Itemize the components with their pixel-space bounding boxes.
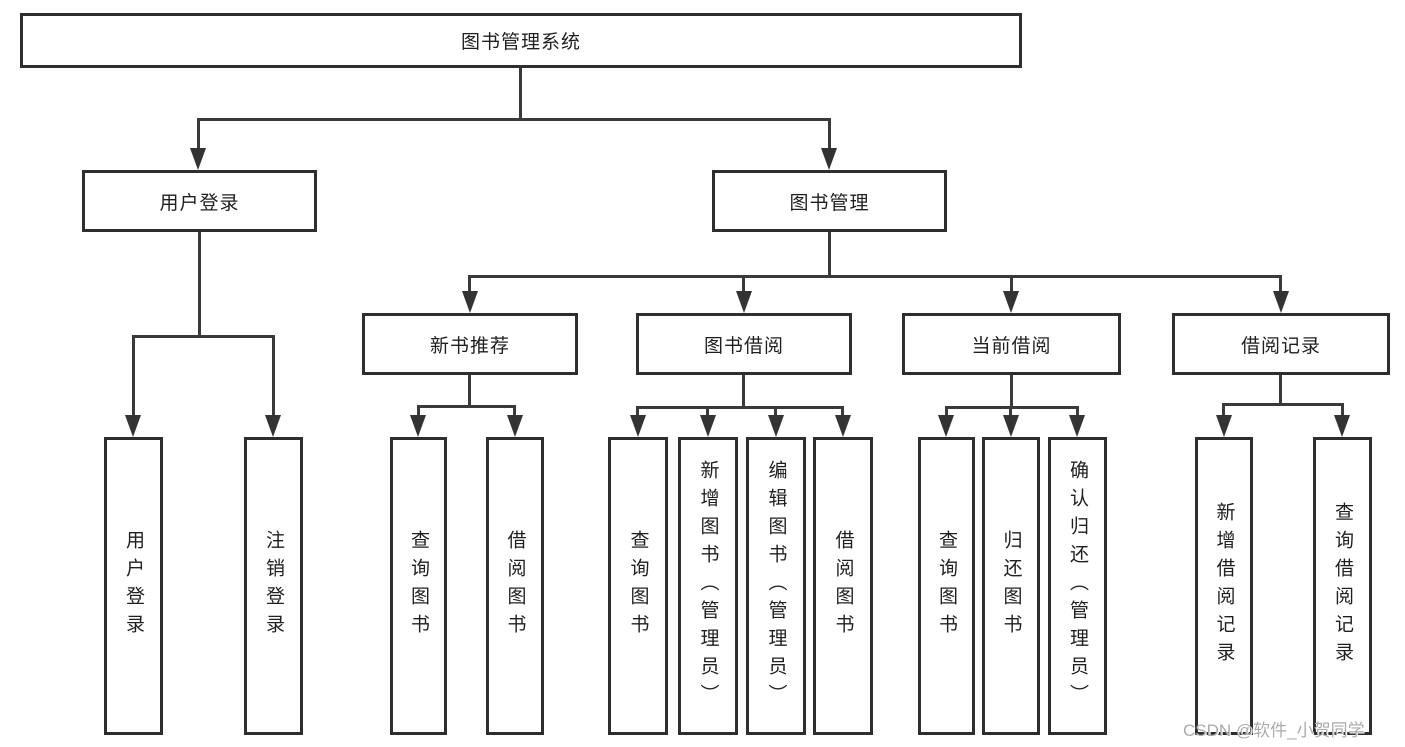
connector-current-stem xyxy=(1010,375,1013,406)
arrow-down-icon xyxy=(410,415,426,437)
leaf-return-books-label: 归还图书 xyxy=(1000,530,1022,642)
leaf-add-borrow-record-label: 新增借阅记录 xyxy=(1213,502,1235,670)
connector-login-drop-1 xyxy=(132,335,135,415)
leaf-add-books-admin-label: 新增图书（管理员） xyxy=(697,460,719,712)
connector-recommend-stem xyxy=(468,375,471,405)
arrow-down-icon xyxy=(265,415,281,437)
leaf-edit-books-admin: 编辑图书（管理员） xyxy=(746,437,806,735)
arrow-down-icon xyxy=(462,291,478,313)
connector-root-rail xyxy=(198,118,831,121)
leaf-user-login-label: 用户登录 xyxy=(123,530,144,642)
connector-root-drop-right xyxy=(828,118,831,150)
connector-mgmt-stem xyxy=(828,232,831,275)
connector-root-stem xyxy=(519,68,522,118)
arrow-down-icon xyxy=(190,148,206,170)
connector-recommend-drop-1 xyxy=(417,405,420,415)
leaf-query-books-current-label: 查询图书 xyxy=(936,530,957,642)
connector-recommend-rail xyxy=(417,405,515,408)
connector-records-drop-2 xyxy=(1341,403,1344,415)
connector-mgmt-drop-1 xyxy=(468,275,471,291)
leaf-borrow-books: 借阅图书 xyxy=(813,437,873,735)
connector-current-drop-2 xyxy=(1009,406,1012,415)
connector-borrow-rail xyxy=(636,406,843,409)
leaf-borrow-books-recommend-label: 借阅图书 xyxy=(504,530,526,642)
leaf-logout: 注销登录 xyxy=(244,437,303,735)
node-root-label: 图书管理系统 xyxy=(460,32,581,53)
arrow-down-icon xyxy=(630,415,646,437)
connector-recommend-drop-2 xyxy=(513,405,516,415)
arrow-down-icon xyxy=(125,415,141,437)
connector-borrow-drop-3 xyxy=(774,406,777,415)
node-borrow-records-label: 借阅记录 xyxy=(1240,335,1321,357)
leaf-query-books-recommend: 查询图书 xyxy=(390,437,447,735)
node-new-book-recommend-label: 新书推荐 xyxy=(429,335,510,357)
connector-root-drop-left xyxy=(197,118,200,150)
leaf-edit-books-admin-label: 编辑图书（管理员） xyxy=(765,460,787,712)
arrow-down-icon xyxy=(1003,291,1019,313)
connector-login-rail xyxy=(132,335,274,338)
leaf-add-books-admin: 新增图书（管理员） xyxy=(678,437,738,735)
arrow-down-icon xyxy=(821,148,837,170)
leaf-confirm-return-admin-label: 确认归还（管理员） xyxy=(1067,460,1088,712)
arrow-down-icon xyxy=(835,415,851,437)
connector-current-drop-3 xyxy=(1076,406,1079,415)
leaf-borrow-books-label: 借阅图书 xyxy=(832,530,854,642)
connector-mgmt-rail xyxy=(469,275,1281,278)
arrow-down-icon xyxy=(1273,291,1289,313)
node-root: 图书管理系统 xyxy=(20,13,1022,68)
leaf-query-books-borrow-label: 查询图书 xyxy=(627,530,649,642)
node-book-management-label: 图书管理 xyxy=(789,192,870,214)
node-book-borrow-label: 图书借阅 xyxy=(703,335,784,357)
csdn-watermark: CSDN @软件_小贺同学 xyxy=(1183,721,1365,740)
arrow-down-icon xyxy=(1069,415,1085,437)
connector-mgmt-drop-3 xyxy=(1010,275,1013,291)
arrow-down-icon xyxy=(1334,415,1350,437)
arrow-down-icon xyxy=(1216,415,1232,437)
arrow-down-icon xyxy=(938,415,954,437)
leaf-query-borrow-record: 查询借阅记录 xyxy=(1313,437,1372,735)
connector-borrow-drop-4 xyxy=(841,406,844,415)
node-current-borrow-label: 当前借阅 xyxy=(971,335,1052,357)
leaf-logout-label: 注销登录 xyxy=(263,530,284,642)
leaf-query-books-recommend-label: 查询图书 xyxy=(408,530,429,642)
connector-records-drop-1 xyxy=(1222,403,1225,415)
node-book-borrow: 图书借阅 xyxy=(636,313,852,375)
connector-borrow-drop-1 xyxy=(636,406,639,415)
leaf-query-books-borrow: 查询图书 xyxy=(608,437,668,735)
arrow-down-icon xyxy=(768,415,784,437)
leaf-query-borrow-record-label: 查询借阅记录 xyxy=(1332,502,1353,670)
node-new-book-recommend: 新书推荐 xyxy=(362,313,578,375)
connector-current-drop-1 xyxy=(945,406,948,415)
leaf-borrow-books-recommend: 借阅图书 xyxy=(486,437,544,735)
node-borrow-records: 借阅记录 xyxy=(1172,313,1390,375)
connector-borrow-stem xyxy=(742,375,745,406)
leaf-user-login: 用户登录 xyxy=(104,437,163,735)
connector-mgmt-drop-2 xyxy=(742,275,745,291)
leaf-add-borrow-record: 新增借阅记录 xyxy=(1195,437,1253,735)
arrow-down-icon xyxy=(507,415,523,437)
leaf-return-books: 归还图书 xyxy=(982,437,1040,735)
connector-records-rail xyxy=(1222,403,1343,406)
arrow-down-icon xyxy=(1003,415,1019,437)
node-user-login-label: 用户登录 xyxy=(159,192,240,214)
arrow-down-icon xyxy=(700,415,716,437)
connector-mgmt-drop-4 xyxy=(1279,275,1282,291)
connector-login-stem xyxy=(198,232,201,335)
arrow-down-icon xyxy=(736,291,752,313)
connector-borrow-drop-2 xyxy=(706,406,709,415)
connector-login-drop-2 xyxy=(272,335,275,415)
leaf-query-books-current: 查询图书 xyxy=(918,437,975,735)
node-user-login: 用户登录 xyxy=(82,170,317,232)
node-current-borrow: 当前借阅 xyxy=(902,313,1121,375)
node-book-management: 图书管理 xyxy=(712,170,947,232)
leaf-confirm-return-admin: 确认归还（管理员） xyxy=(1048,437,1107,735)
connector-records-stem xyxy=(1279,375,1282,403)
